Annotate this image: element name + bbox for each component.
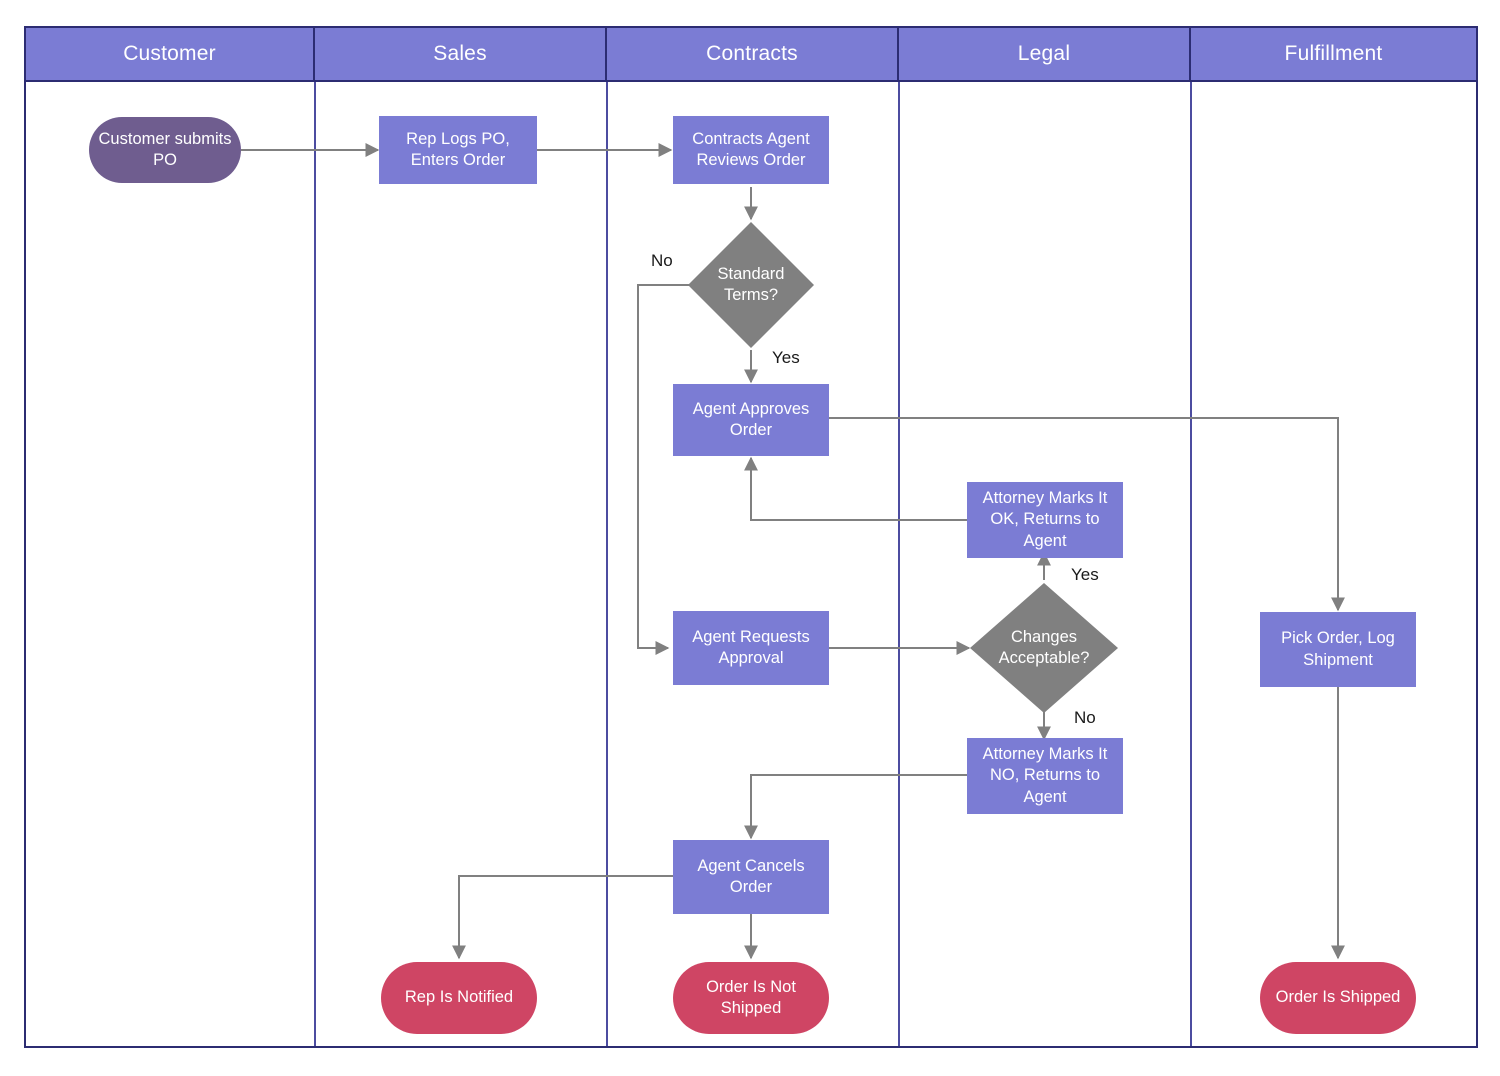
node-order-is-not-shipped[interactable]: Order Is Not Shipped — [673, 962, 829, 1034]
edge-label-standard-terms-no: No — [651, 251, 673, 270]
node-agent-requests-approval[interactable]: Agent Requests Approval — [673, 611, 829, 685]
node-agent-approves-order[interactable]: Agent Approves Order — [673, 384, 829, 456]
node-label: Agent Requests Approval — [692, 627, 810, 667]
lane-header-contracts[interactable]: Contracts — [607, 28, 899, 82]
lane-header-label: Legal — [1017, 42, 1071, 65]
node-label: Agent Approves Order — [692, 399, 810, 439]
edge-label-standard-terms-yes: Yes — [772, 348, 800, 367]
lane-header-label: Sales — [433, 42, 487, 65]
lane-header-customer[interactable]: Customer — [26, 28, 315, 82]
node-label: Rep Logs PO, Enters Order — [406, 129, 510, 169]
node-label: Contracts Agent Reviews Order — [692, 129, 810, 169]
lane-divider-1 — [314, 82, 316, 1046]
node-order-is-shipped[interactable]: Order Is Shipped — [1260, 962, 1416, 1034]
edge-label-changes-acceptable-yes: Yes — [1071, 565, 1099, 584]
node-agent-cancels-order[interactable]: Agent Cancels Order — [673, 840, 829, 914]
lane-divider-2 — [606, 82, 608, 1046]
node-label: Order Is Not Shipped — [706, 977, 796, 1017]
node-rep-logs-po[interactable]: Rep Logs PO, Enters Order — [379, 116, 537, 184]
lane-header-label: Fulfillment — [1284, 42, 1383, 65]
node-changes-acceptable-decision[interactable]: Changes Acceptable? — [970, 583, 1118, 713]
node-standard-terms-decision[interactable]: Standard Terms? — [688, 222, 814, 348]
edge-label-changes-acceptable-no: No — [1074, 708, 1096, 727]
node-pick-order-log-shipment[interactable]: Pick Order, Log Shipment — [1260, 612, 1416, 687]
node-label: Customer submits PO — [98, 129, 232, 169]
lane-divider-4 — [1190, 82, 1192, 1046]
node-rep-is-notified[interactable]: Rep Is Notified — [381, 962, 537, 1034]
node-label: Standard Terms? — [717, 264, 785, 304]
lane-header-sales[interactable]: Sales — [315, 28, 607, 82]
lane-header-label: Customer — [123, 42, 216, 65]
node-label: Attorney Marks It NO, Returns to Agent — [982, 744, 1108, 806]
node-label: Attorney Marks It OK, Returns to Agent — [982, 488, 1108, 550]
lane-header-fulfillment[interactable]: Fulfillment — [1191, 28, 1476, 82]
lane-header-legal[interactable]: Legal — [899, 28, 1191, 82]
node-contracts-agent-reviews-order[interactable]: Contracts Agent Reviews Order — [673, 116, 829, 184]
node-customer-submits-po[interactable]: Customer submits PO — [89, 117, 241, 183]
node-label: Order Is Shipped — [1275, 988, 1401, 1007]
node-label: Pick Order, Log Shipment — [1281, 629, 1395, 669]
node-label: Changes Acceptable? — [998, 627, 1090, 667]
lane-divider-3 — [898, 82, 900, 1046]
lane-header-label: Contracts — [706, 42, 798, 65]
node-label: Agent Cancels Order — [697, 856, 805, 896]
node-label: Rep Is Notified — [404, 988, 514, 1007]
node-attorney-marks-ok[interactable]: Attorney Marks It OK, Returns to Agent — [967, 482, 1123, 558]
node-attorney-marks-no[interactable]: Attorney Marks It NO, Returns to Agent — [967, 738, 1123, 814]
